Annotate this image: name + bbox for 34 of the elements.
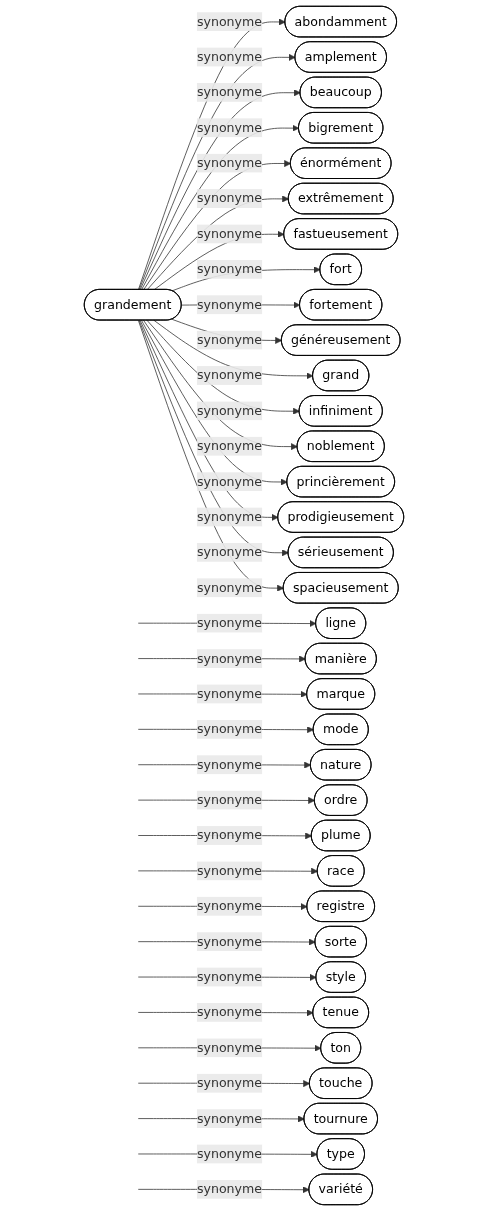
edge-label: synonyme — [196, 933, 262, 949]
edge-label: synonyme — [196, 49, 262, 65]
edge-label: synonyme — [196, 1004, 262, 1020]
edge-label: synonyme — [196, 969, 262, 985]
edge-label: synonyme — [196, 544, 262, 560]
edge-label: synonyme — [196, 579, 262, 595]
edge-label: synonyme — [196, 509, 262, 525]
edge-label: synonyme — [196, 261, 262, 277]
edge-label: synonyme — [196, 438, 262, 454]
edge-label: synonyme — [196, 84, 262, 100]
edge-label: synonyme — [196, 1075, 262, 1091]
edge-label: synonyme — [196, 473, 262, 489]
edge-label: synonyme — [196, 792, 262, 808]
edge-label: synonyme — [196, 403, 262, 418]
edge-label: synonyme — [196, 119, 262, 135]
edge-label: synonyme — [196, 686, 262, 702]
edge-label: synonyme — [196, 13, 262, 29]
edge-label: synonyme — [196, 650, 262, 666]
edge-label: synonyme — [196, 615, 262, 631]
edge-label: synonyme — [196, 226, 262, 242]
edge-label: synonyme — [196, 1181, 262, 1197]
edge-label: synonyme — [196, 827, 262, 843]
edge-label: synonyme — [196, 296, 262, 312]
edge-label: synonyme — [196, 898, 262, 914]
edge-label: synonyme — [196, 367, 262, 383]
edge-label: synonyme — [196, 863, 262, 878]
edge-label: synonyme — [196, 155, 262, 171]
edge-label: synonyme — [196, 721, 262, 737]
edge-label: synonyme — [196, 332, 262, 348]
edge-label: synonyme — [196, 190, 262, 206]
edge-label: synonyme — [196, 1146, 262, 1162]
edge-label: synonyme — [196, 1110, 262, 1126]
edge-label: synonyme — [196, 1039, 262, 1055]
edge-label: synonyme — [196, 756, 262, 772]
